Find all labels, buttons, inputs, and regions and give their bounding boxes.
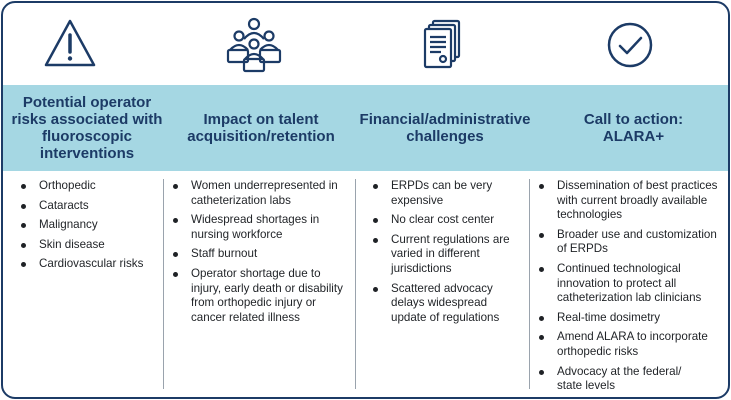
list-item: Skin disease xyxy=(17,238,163,253)
list-item: Current regulations are varied in differ… xyxy=(369,233,529,277)
list-item: Advocacy at the federal/ state levels xyxy=(535,365,728,394)
workforce-team-icon xyxy=(225,15,283,73)
list-item: Staff burnout xyxy=(169,247,355,262)
list-item: Scattered advocacy delays widespread upd… xyxy=(369,282,529,326)
list-item: Dissemination of best practices with cur… xyxy=(535,179,728,223)
icon-row xyxy=(3,3,728,85)
column-divider xyxy=(529,179,530,389)
list-item: ERPDs can be very expensive xyxy=(369,179,529,208)
list-item: Continued technological innovation to pr… xyxy=(535,262,728,306)
column-call-to-action: Dissemination of best practices with cur… xyxy=(535,179,728,397)
list-item: Operator shortage due to injury, early d… xyxy=(169,267,355,325)
list-item: No clear cost center xyxy=(369,213,529,228)
column-divider xyxy=(355,179,356,389)
list-item: Amend ALARA to incorporate orthopedic ri… xyxy=(535,330,728,359)
list-item: Cataracts xyxy=(17,199,163,214)
list-item: Real-time dosimetry xyxy=(535,311,728,326)
column-financial-challenges: ERPDs can be very expensive No clear cos… xyxy=(369,179,529,330)
warning-triangle-icon xyxy=(41,15,99,73)
list-item: Broader use and customization of ERPDs xyxy=(535,228,728,257)
heading-band: Potential operator risks associated with… xyxy=(3,85,728,171)
list-item: Widespread shortages in nursing workforc… xyxy=(169,213,355,242)
list-item: Cardiovascular risks xyxy=(17,257,163,272)
heading-operator-risks: Potential operator risks associated with… xyxy=(11,94,163,162)
column-divider xyxy=(163,179,164,389)
heading-talent-impact: Impact on talent acquisition/retention xyxy=(187,111,335,145)
list-item: Women underrepresented in catheterizatio… xyxy=(169,179,355,208)
list-item: Orthopedic xyxy=(17,179,163,194)
heading-financial-challenges: Financial/administrative challenges xyxy=(359,111,531,145)
list-item: Malignancy xyxy=(17,218,163,233)
document-stack-icon xyxy=(413,15,471,73)
heading-call-to-action: Call to action: ALARA+ xyxy=(583,111,684,145)
column-operator-risks: Orthopedic Cataracts Malignancy Skin dis… xyxy=(17,179,163,277)
check-circle-icon xyxy=(601,15,659,73)
column-talent-impact: Women underrepresented in catheterizatio… xyxy=(169,179,355,330)
